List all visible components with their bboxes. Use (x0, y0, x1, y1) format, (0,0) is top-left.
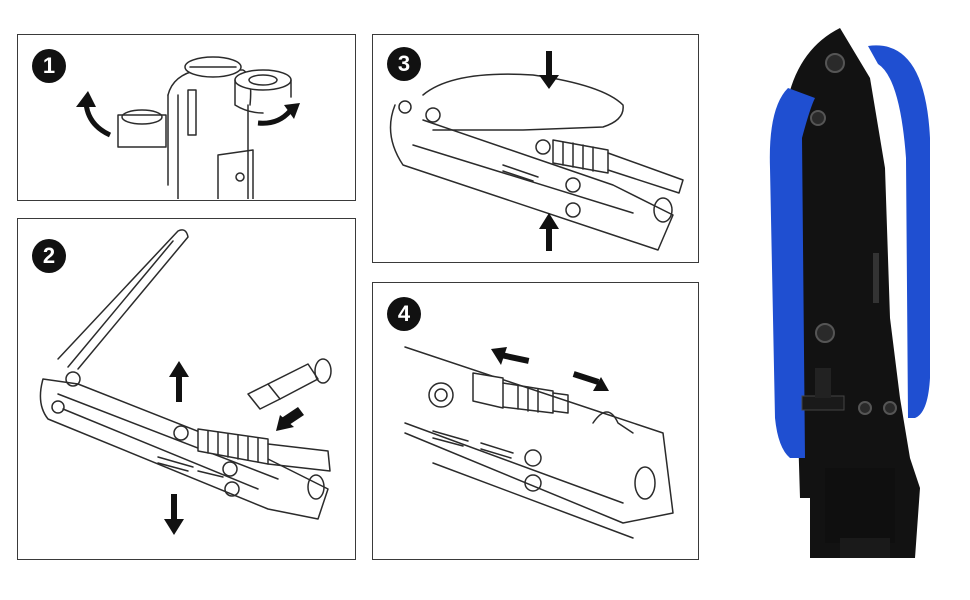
step-2-badge: 2 (32, 239, 66, 273)
down-arrow-icon (539, 51, 559, 89)
up-arrow-icon (169, 361, 189, 402)
step-1-panel: 1 (17, 34, 356, 201)
up-arrow-icon (539, 213, 559, 251)
step-4-panel: 4 (372, 282, 699, 560)
step-2-panel: 2 (17, 218, 356, 560)
right-arrow-icon (572, 371, 609, 391)
step-2-illustration (39, 229, 332, 535)
diagonal-arrow-icon (276, 407, 304, 431)
step-3-illustration (389, 51, 684, 251)
step-3-badge: 3 (387, 47, 421, 81)
crimping-tool-drawing (769, 28, 930, 558)
down-arrow-icon (164, 494, 184, 535)
left-arrow-icon (491, 347, 530, 365)
crimping-tool-photo (740, 18, 970, 578)
step-4-badge: 4 (387, 297, 421, 331)
curved-arrow-icon (76, 91, 112, 138)
curved-arrow-icon (257, 103, 300, 126)
step-1-illustration (76, 56, 300, 199)
step-3-panel: 3 (372, 34, 699, 263)
step-4-illustration (404, 346, 674, 539)
step-1-badge: 1 (32, 49, 66, 83)
